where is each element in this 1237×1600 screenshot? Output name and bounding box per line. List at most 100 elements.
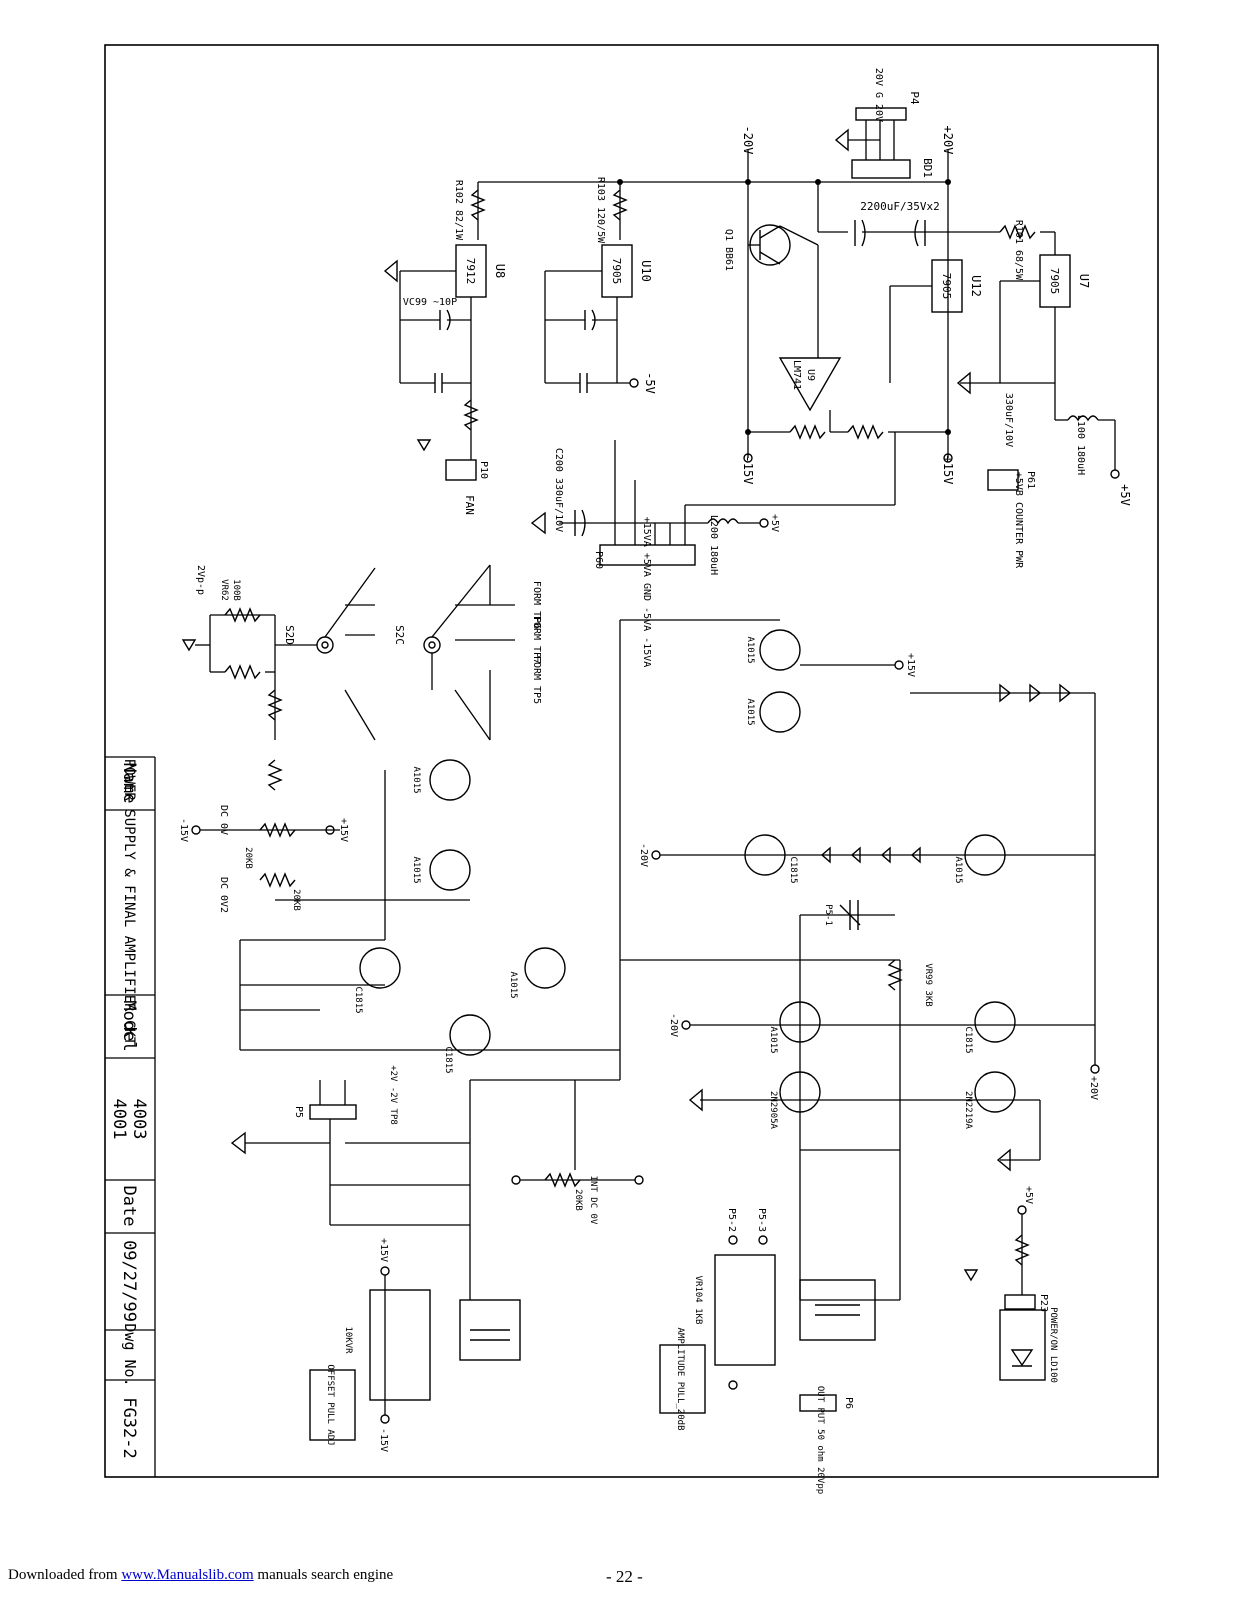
inductor-l200: L200 180uH [708, 515, 719, 575]
switch-s2c: S2C [393, 625, 406, 645]
driver-stage: A1015 A1015 A1015 C1815 C1815 DC 0V 20KB… [178, 619, 900, 1452]
driver-plus15v: +15V [338, 818, 349, 842]
regulator-u8-part: 7912 [464, 258, 477, 285]
connector-p4-label: 20V G 20V [873, 68, 884, 122]
connector-p61-label: +5VB COUNTER PWR [1013, 472, 1024, 569]
connector-p23-ref: P23 [1038, 1294, 1049, 1312]
connector-p23-label: POWER/ON LD100 [1048, 1307, 1058, 1383]
cap-c100-value: 330uF/10V [1003, 393, 1014, 447]
manualslib-link[interactable]: www.Manualslib.com [121, 1567, 254, 1583]
connector-p5-ref: P5 [293, 1106, 304, 1118]
regulator-u10-ref: U10 [639, 260, 653, 282]
regulator-u12-ref: U12 [969, 275, 983, 297]
title-date-value: 09/27/99 [119, 1240, 139, 1322]
rail-minus20v-top: -20V [741, 126, 755, 155]
title-dwg-value: FG32-2 [119, 1397, 139, 1458]
resistor-r102: R102 82/1W [453, 180, 464, 241]
connector-p6-label: OUT PUT 50 ohm 20Vpp [815, 1386, 825, 1494]
output-plus20v: +20V [1088, 1076, 1099, 1100]
opamp-part: LM741 [791, 360, 802, 390]
pot-vr104-note: AMPLITUDE PULL_20dB [675, 1328, 685, 1431]
pot-vr64-value: 20KB [243, 847, 253, 869]
opamp-ref: U9 [805, 369, 816, 381]
p23-plus5v: +5V [1023, 1186, 1034, 1204]
inductor-l100: L100 180uH [1075, 415, 1086, 475]
rail-plus20v-top: +20V [941, 126, 955, 155]
regulator-u12-part: 7905 [940, 273, 953, 300]
transistor-q5: C1815 [353, 986, 363, 1013]
footer-suffix: manuals search engine [257, 1567, 394, 1583]
connector-p10-label: FAN [463, 495, 476, 515]
pot-vr62-note: 2Vp-p [195, 565, 206, 595]
transistor-q12: A1015 [768, 1026, 778, 1053]
vr82-minus15v: -15V [378, 1428, 389, 1452]
connector-p60-label: +15VA +5VA GND -5VA -15VA [641, 517, 652, 668]
label-form-tp5: FORM TP5 [531, 656, 542, 704]
transistor-q9: A1015 [953, 856, 963, 883]
output-minus20v-2: -20V [668, 1013, 679, 1037]
transistor-q3: A1015 [411, 856, 421, 883]
title-date-label: Date [119, 1186, 139, 1227]
switch-s2d: S2D [283, 625, 296, 645]
pot-vr62-value: 100B [231, 579, 241, 601]
bridge-bd1: BD1 [921, 158, 934, 178]
transistor-q7: A1015 [745, 636, 755, 663]
title-model-value-2: 4003 [129, 1099, 149, 1140]
footer-download-note: Downloaded from www.Manualslib.com manua… [8, 1567, 393, 1584]
transistor-q2: A1015 [411, 766, 421, 793]
label-form-tp6: FORM TP6 [531, 581, 542, 629]
label-form-tp7: FORM TP7 [531, 616, 542, 664]
pot-vr65-value: 20KB [291, 889, 301, 911]
resistor-r101: R101 68/5W [1013, 220, 1024, 281]
pot-vr99: VR99 3KB [923, 963, 933, 1006]
pot-vr62-ref: VR62 [219, 579, 229, 601]
rail-plus15v: +15V [941, 456, 955, 485]
regulator-u7-ref: U7 [1077, 274, 1091, 288]
pot-vr82-note: OFFSET PULL ADJ [325, 1364, 335, 1445]
transistor-q14: 2N2905A [768, 1091, 778, 1130]
transistor-q4: A1015 [508, 971, 518, 998]
cap-c200: C200 330uF/10V [553, 448, 564, 532]
connector-p5-label: +2V -2V TP8 [388, 1065, 398, 1125]
transistor-q10: C1815 [788, 856, 798, 883]
p5-2-label: P5-3 [756, 1208, 767, 1232]
connector-p10-ref: P10 [478, 461, 489, 479]
pot-vr84-value: 20KB [573, 1189, 583, 1211]
cap-c106-value: VC99 ~10P [403, 297, 457, 308]
title-name-value: POWER SUPPLY & FINAL AMPLIFIER CKT [121, 759, 137, 1046]
title-name-label: Name [119, 763, 139, 804]
footer-prefix: Downloaded from [8, 1567, 118, 1583]
power-supply-section: -20V +20V -15V +15V P4 20V G 20V BD1 220… [383, 68, 1132, 668]
output-stage: A1015 A1015 +15V +20V -20V C1815 A1015 P… [638, 629, 1100, 1494]
filter-caps-label: 2200uF/35Vx2 [860, 200, 939, 213]
title-block: Name POWER SUPPLY & FINAL AMPLIFIER CKT … [105, 756, 156, 1477]
regulator-u10-part: 7905 [610, 258, 623, 285]
connector-p61-ref: P61 [1025, 471, 1036, 489]
page-number: - 22 - [606, 1567, 643, 1586]
pot-vr82-value: 10KVR [343, 1326, 353, 1354]
p60-plus5v-in: +5V [769, 514, 780, 532]
connector-p60-ref: P60 [593, 551, 604, 569]
pot-vr104: VR104 1KB [693, 1276, 703, 1325]
output-plus15v: +15V [905, 653, 916, 677]
rail-plus5v: +5V [1118, 484, 1132, 506]
transistor-q8: A1015 [745, 698, 755, 725]
pot-vr64-note: DC 0V [218, 805, 229, 835]
rail-minus5v: -5V [643, 372, 657, 394]
title-model-label: Model [119, 1000, 139, 1051]
rail-minus15v: -15V [741, 456, 755, 485]
pot-vr65-note: DC 0V2 [218, 877, 229, 913]
vr82-plus15v: +15V [378, 1238, 389, 1262]
driver-minus15v: -15V [178, 818, 189, 842]
transistor-q11: C1815 [963, 1026, 973, 1053]
transistor-q13: 2N2219A [963, 1091, 973, 1130]
p5-1-label: P5-2 [726, 1208, 737, 1232]
regulator-u8-ref: U8 [493, 264, 507, 278]
connector-p4-ref: P4 [908, 91, 921, 105]
connector-p6-ref: P6 [843, 1397, 854, 1409]
title-dwg-label: Dwg No. [121, 1323, 139, 1386]
resistor-r103: R103 120/5W [595, 177, 606, 244]
regulator-u7-part: 7905 [1048, 268, 1061, 295]
form-switch-section: 2Vp-p VR62 100B S2D S2C FORM TP6 F [181, 564, 542, 741]
